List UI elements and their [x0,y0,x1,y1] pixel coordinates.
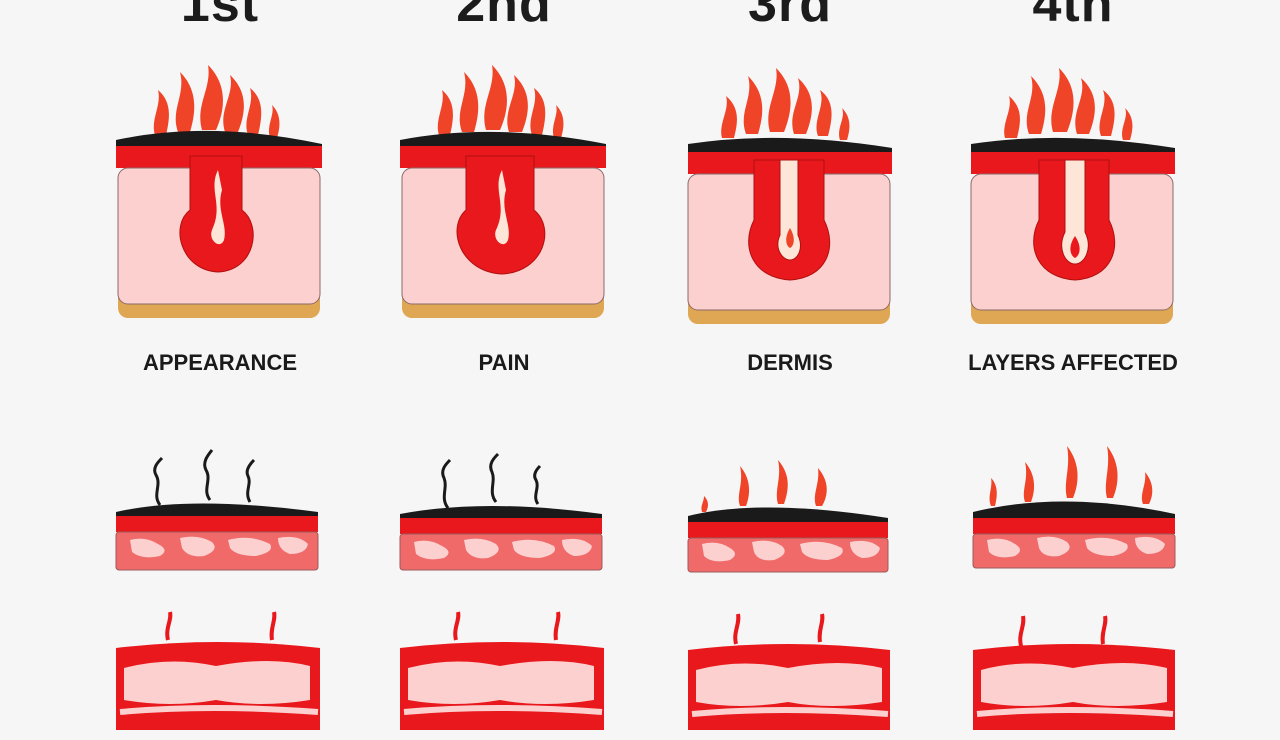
degree-heading: 4th [1032,0,1114,33]
skin-layer-strip-icon [115,449,319,571]
flame-icon [1004,68,1133,140]
flame-icon [153,65,280,138]
smoke-icon [441,452,542,509]
column-label: DERMIS [747,350,833,375]
flame-icon [701,460,827,512]
column-1st: 1st APPEARANCE [100,0,340,730]
skin-cross-section-icon [687,68,892,324]
skin-layer-strip-icon [687,460,889,573]
skin-cross-section-icon [970,68,1175,324]
degree-heading: 1st [180,0,260,33]
skin-layer-strip-icon [399,452,603,571]
skin-cross-section-icon [116,65,322,318]
column-4th: 4th LAYERS AFFECTED [953,0,1193,730]
column-label: APPEARANCE [142,350,298,375]
flame-icon [437,65,564,138]
column-2nd: 2nd PAIN [384,0,624,730]
column-label: PAIN [478,350,530,375]
skin-layer-strip-icon [688,613,890,730]
degree-heading: 3rd [748,0,832,33]
column-label: LAYERS AFFECTED [968,350,1178,375]
skin-layer-strip-icon [972,446,1176,569]
smoke-icon [153,449,256,506]
skin-layer-strip-icon [116,611,320,730]
flame-icon [989,446,1153,506]
flame-icon [721,68,850,140]
skin-cross-section-icon [400,65,606,318]
degree-heading: 2nd [456,0,552,33]
skin-layer-strip-icon [973,615,1175,730]
skin-layer-strip-icon [400,611,604,730]
column-3rd: 3rd DERMIS [670,0,910,730]
